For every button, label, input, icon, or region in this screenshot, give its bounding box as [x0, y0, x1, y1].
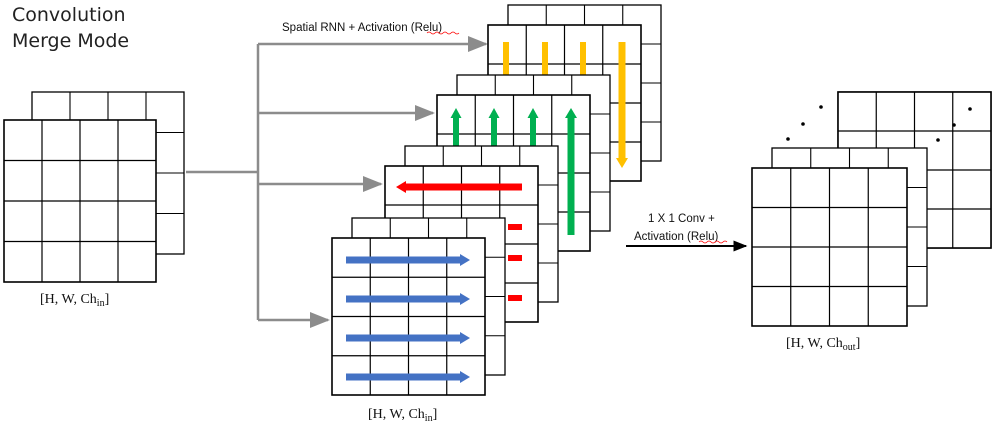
ellipsis-dots: [786, 105, 972, 142]
rnn-layer-blue: [331, 217, 506, 396]
ellipsis-dot: [936, 138, 940, 142]
ellipsis-dot: [819, 105, 823, 109]
branch-connectors: [186, 36, 488, 328]
yellow-bar: [580, 42, 586, 78]
input-tensor: [3, 91, 185, 283]
blue-arrow-right: [346, 254, 470, 266]
blue-arrow-right: [346, 332, 470, 344]
red-bar: [508, 295, 522, 301]
title-line-2: Merge Mode: [12, 30, 129, 52]
ellipsis-dot: [801, 122, 805, 126]
red-arrow-left: [396, 181, 522, 193]
yellow-bar: [542, 42, 548, 78]
output-tensor-label: [H, W, Chout]: [786, 336, 860, 353]
output-tensor: [751, 91, 992, 327]
yellow-bar: [503, 42, 509, 78]
red-bar: [508, 255, 522, 261]
ellipsis-dot: [968, 107, 972, 111]
spatial-rnn-stack: [331, 4, 662, 396]
spatial-rnn-caption: Spatial RNN + Activation (Relu): [282, 22, 442, 34]
red-bar: [508, 224, 522, 230]
conv-caption-line-2: Activation (Relu): [634, 231, 719, 243]
green-arrow-up: [527, 108, 539, 148]
input-slab: [3, 91, 185, 283]
stack-label: [H, W, Chin]: [368, 407, 437, 424]
input-tensor-label: [H, W, Chin]: [40, 292, 109, 309]
spell-underline-2: [698, 240, 728, 244]
blue-arrow-right: [346, 371, 470, 383]
output-layer-front: [751, 147, 928, 327]
blue-arrow-right: [346, 293, 470, 305]
ellipsis-dot: [952, 123, 956, 127]
title-line-1: Convolution: [12, 4, 126, 26]
conv-caption-line-1: 1 X 1 Conv +: [648, 213, 715, 225]
yellow-arrow-down: [616, 42, 628, 168]
green-arrow-up: [450, 108, 462, 148]
spell-underline-1: [426, 31, 460, 35]
green-arrow-up: [488, 108, 500, 148]
green-arrow-up-long: [565, 108, 577, 235]
ellipsis-dot: [786, 137, 790, 141]
